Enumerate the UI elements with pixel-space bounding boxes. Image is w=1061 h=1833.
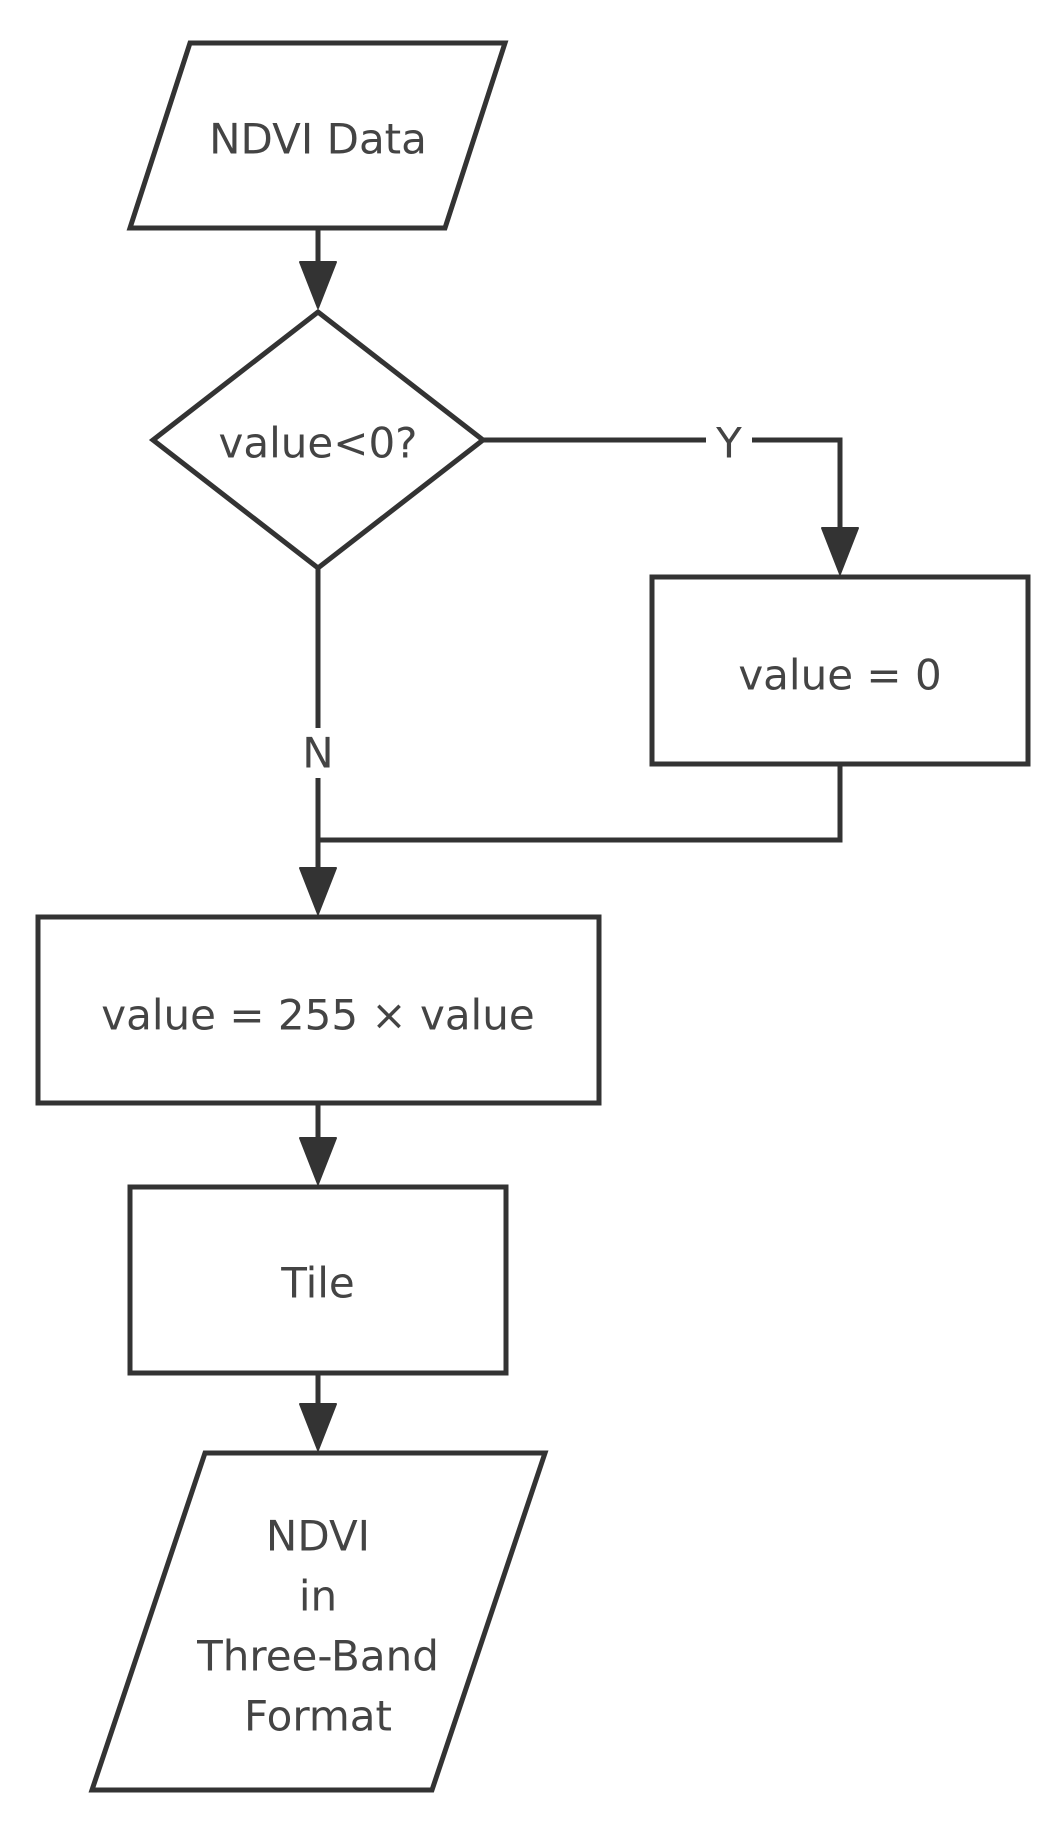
arrowhead [299, 261, 337, 309]
input-label: NDVI Data [209, 115, 427, 164]
edge-scale-to-tile [299, 1103, 337, 1185]
arrowhead [299, 867, 337, 915]
edge-merge [299, 764, 843, 915]
output-label-line-2: in [299, 1572, 337, 1621]
arrowhead [299, 1137, 337, 1185]
output-node: NDVI in Three-Band Format [88, 1450, 549, 1793]
arrowhead [821, 527, 859, 575]
input-node: NDVI Data [126, 40, 509, 231]
set-zero-label: value = 0 [738, 651, 941, 700]
arrowhead [299, 1403, 337, 1451]
edge-yes-branch: Y [483, 418, 859, 575]
no-label-background [296, 728, 340, 778]
edge-input-to-decision [299, 228, 337, 309]
no-label: N [302, 729, 333, 778]
set-zero-node: value = 0 [649, 574, 1031, 767]
connector-line [318, 764, 843, 843]
tile-box [127, 1184, 509, 1376]
output-label-line-3: Three-Band [196, 1632, 439, 1681]
yes-label-background [706, 418, 752, 462]
scale-label: value = 255 × value [101, 991, 534, 1040]
edge-no-branch: N [296, 568, 340, 870]
input-parallelogram [126, 40, 509, 231]
yes-label: Y [715, 419, 742, 468]
connector-line [483, 437, 843, 528]
decision-label: value<0? [219, 419, 418, 468]
edge-tile-to-output [299, 1373, 337, 1451]
output-label-line-4: Format [244, 1692, 392, 1741]
tile-node: Tile [127, 1184, 509, 1376]
output-label-line-1: NDVI [266, 1512, 370, 1561]
tile-label: Tile [280, 1259, 355, 1308]
decision-node: value<0? [148, 308, 488, 572]
output-parallelogram [88, 1450, 549, 1793]
scale-node: value = 255 × value [35, 914, 602, 1106]
